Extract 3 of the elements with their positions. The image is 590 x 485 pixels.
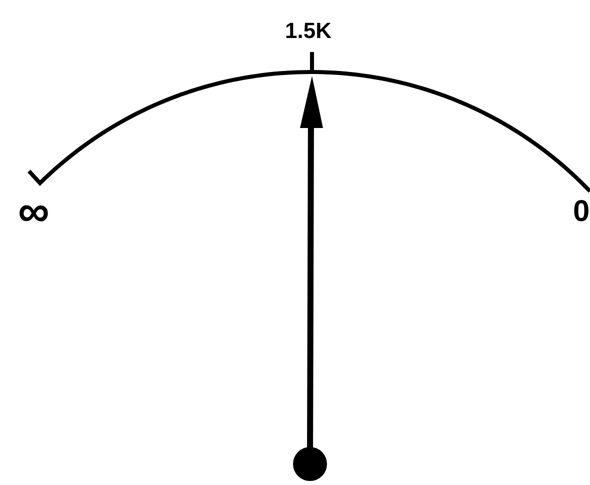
scale-value: 0: [573, 197, 590, 227]
scale-value: ∞: [18, 190, 50, 234]
scale-value: 1.5K: [285, 20, 332, 42]
